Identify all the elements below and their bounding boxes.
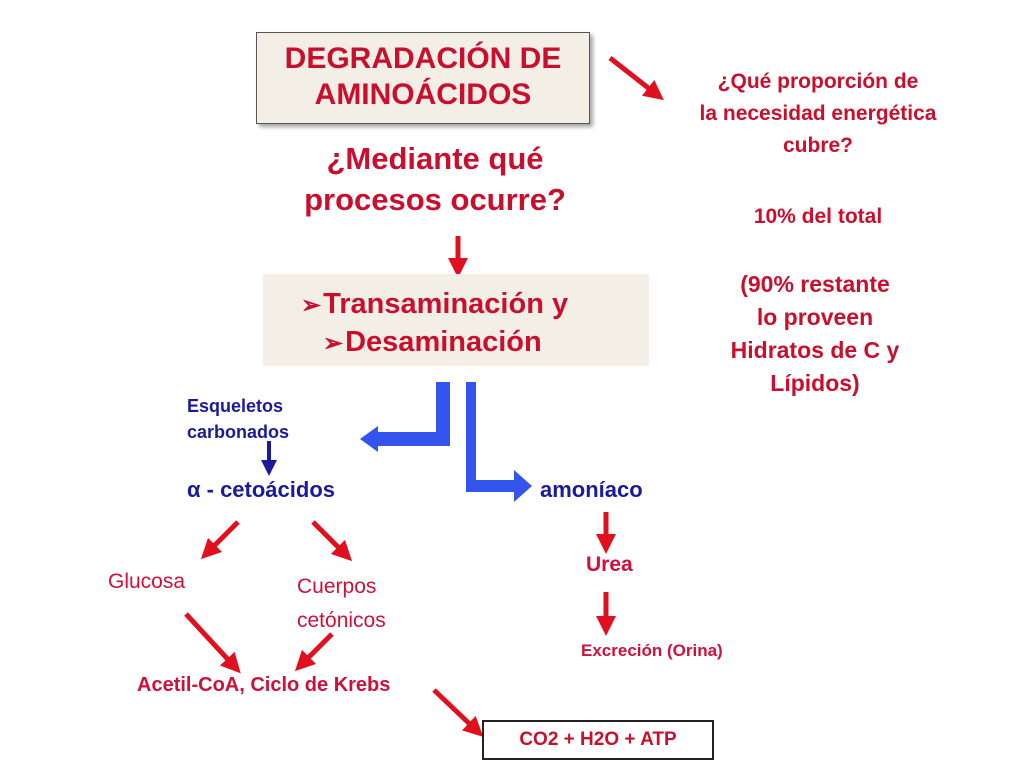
esqueletos-line-2: carbonados <box>187 422 290 442</box>
side-question: ¿Qué proporción de la necesidad energéti… <box>648 66 988 162</box>
side-remainder: (90% restante lo proveen Hidratos de C y… <box>680 268 950 400</box>
side-remainder-line-3: Hidratos de C y <box>730 337 900 363</box>
esqueletos-line-1: Esqueletos <box>187 396 284 416</box>
arrow-cetoacidos-to-cuerpos <box>311 520 353 562</box>
excrecion-label: Excreción (Orina) <box>581 641 723 660</box>
blue-arrow-esqueletos <box>360 382 450 452</box>
cuerpos-line-1: Cuerpos <box>297 575 377 598</box>
acetil-coa-label: Acetil-CoA, Ciclo de Krebs <box>137 674 391 696</box>
title-box: DEGRADACIÓN DE AMINOÁCIDOS <box>256 32 590 124</box>
arrow-acetil-to-final <box>432 688 484 737</box>
side-remainder-line-2: lo proveen <box>756 304 874 330</box>
question-line-1: ¿Mediante qué <box>326 141 544 176</box>
final-products-box: CO2 + H2O + ATP <box>482 720 714 760</box>
arrowhead-bullet-icon: ➢ <box>323 330 344 357</box>
arrow-title-to-sidenote <box>608 56 664 101</box>
process-question: ¿Mediante qué procesos ocurre? <box>265 138 605 220</box>
cetoacidos-label: α - cetoácidos <box>187 477 336 502</box>
side-remainder-line-4: Lípidos) <box>770 370 860 396</box>
title-line-2: AMINOÁCIDOS <box>314 78 532 111</box>
side-percent: 10% del total <box>753 205 883 228</box>
cuerpos-cetonicos-label: Cuerpos cetónicos <box>297 570 386 638</box>
title-line-1: DEGRADACIÓN DE <box>284 42 562 75</box>
cuerpos-line-2: cetónicos <box>297 609 386 632</box>
arrow-cuerpos-to-acetil <box>294 632 334 672</box>
glucosa-label: Glucosa <box>108 570 186 593</box>
processes-box: ➢Transaminación y ➢Desaminación <box>263 274 649 366</box>
side-question-line-3: cubre? <box>782 134 853 157</box>
side-remainder-line-1: (90% restante <box>740 271 890 297</box>
urea-label: Urea <box>586 553 633 576</box>
side-question-line-2: la necesidad energética <box>699 102 937 125</box>
process-item-desaminacion: ➢Desaminación <box>323 326 542 358</box>
arrow-cetoacidos-to-glucosa <box>200 520 240 560</box>
process-item-transaminacion: ➢Transaminación y <box>301 288 569 320</box>
arrowhead-bullet-icon: ➢ <box>301 292 322 319</box>
amoniaco-label: amoníaco <box>540 477 643 502</box>
question-line-2: procesos ocurre? <box>304 182 566 217</box>
esqueletos-label: Esqueletos carbonados <box>187 393 289 445</box>
arrow-glucosa-to-acetil <box>184 612 241 674</box>
blue-arrow-amoniaco <box>466 382 532 502</box>
side-question-line-1: ¿Qué proporción de <box>717 70 919 93</box>
